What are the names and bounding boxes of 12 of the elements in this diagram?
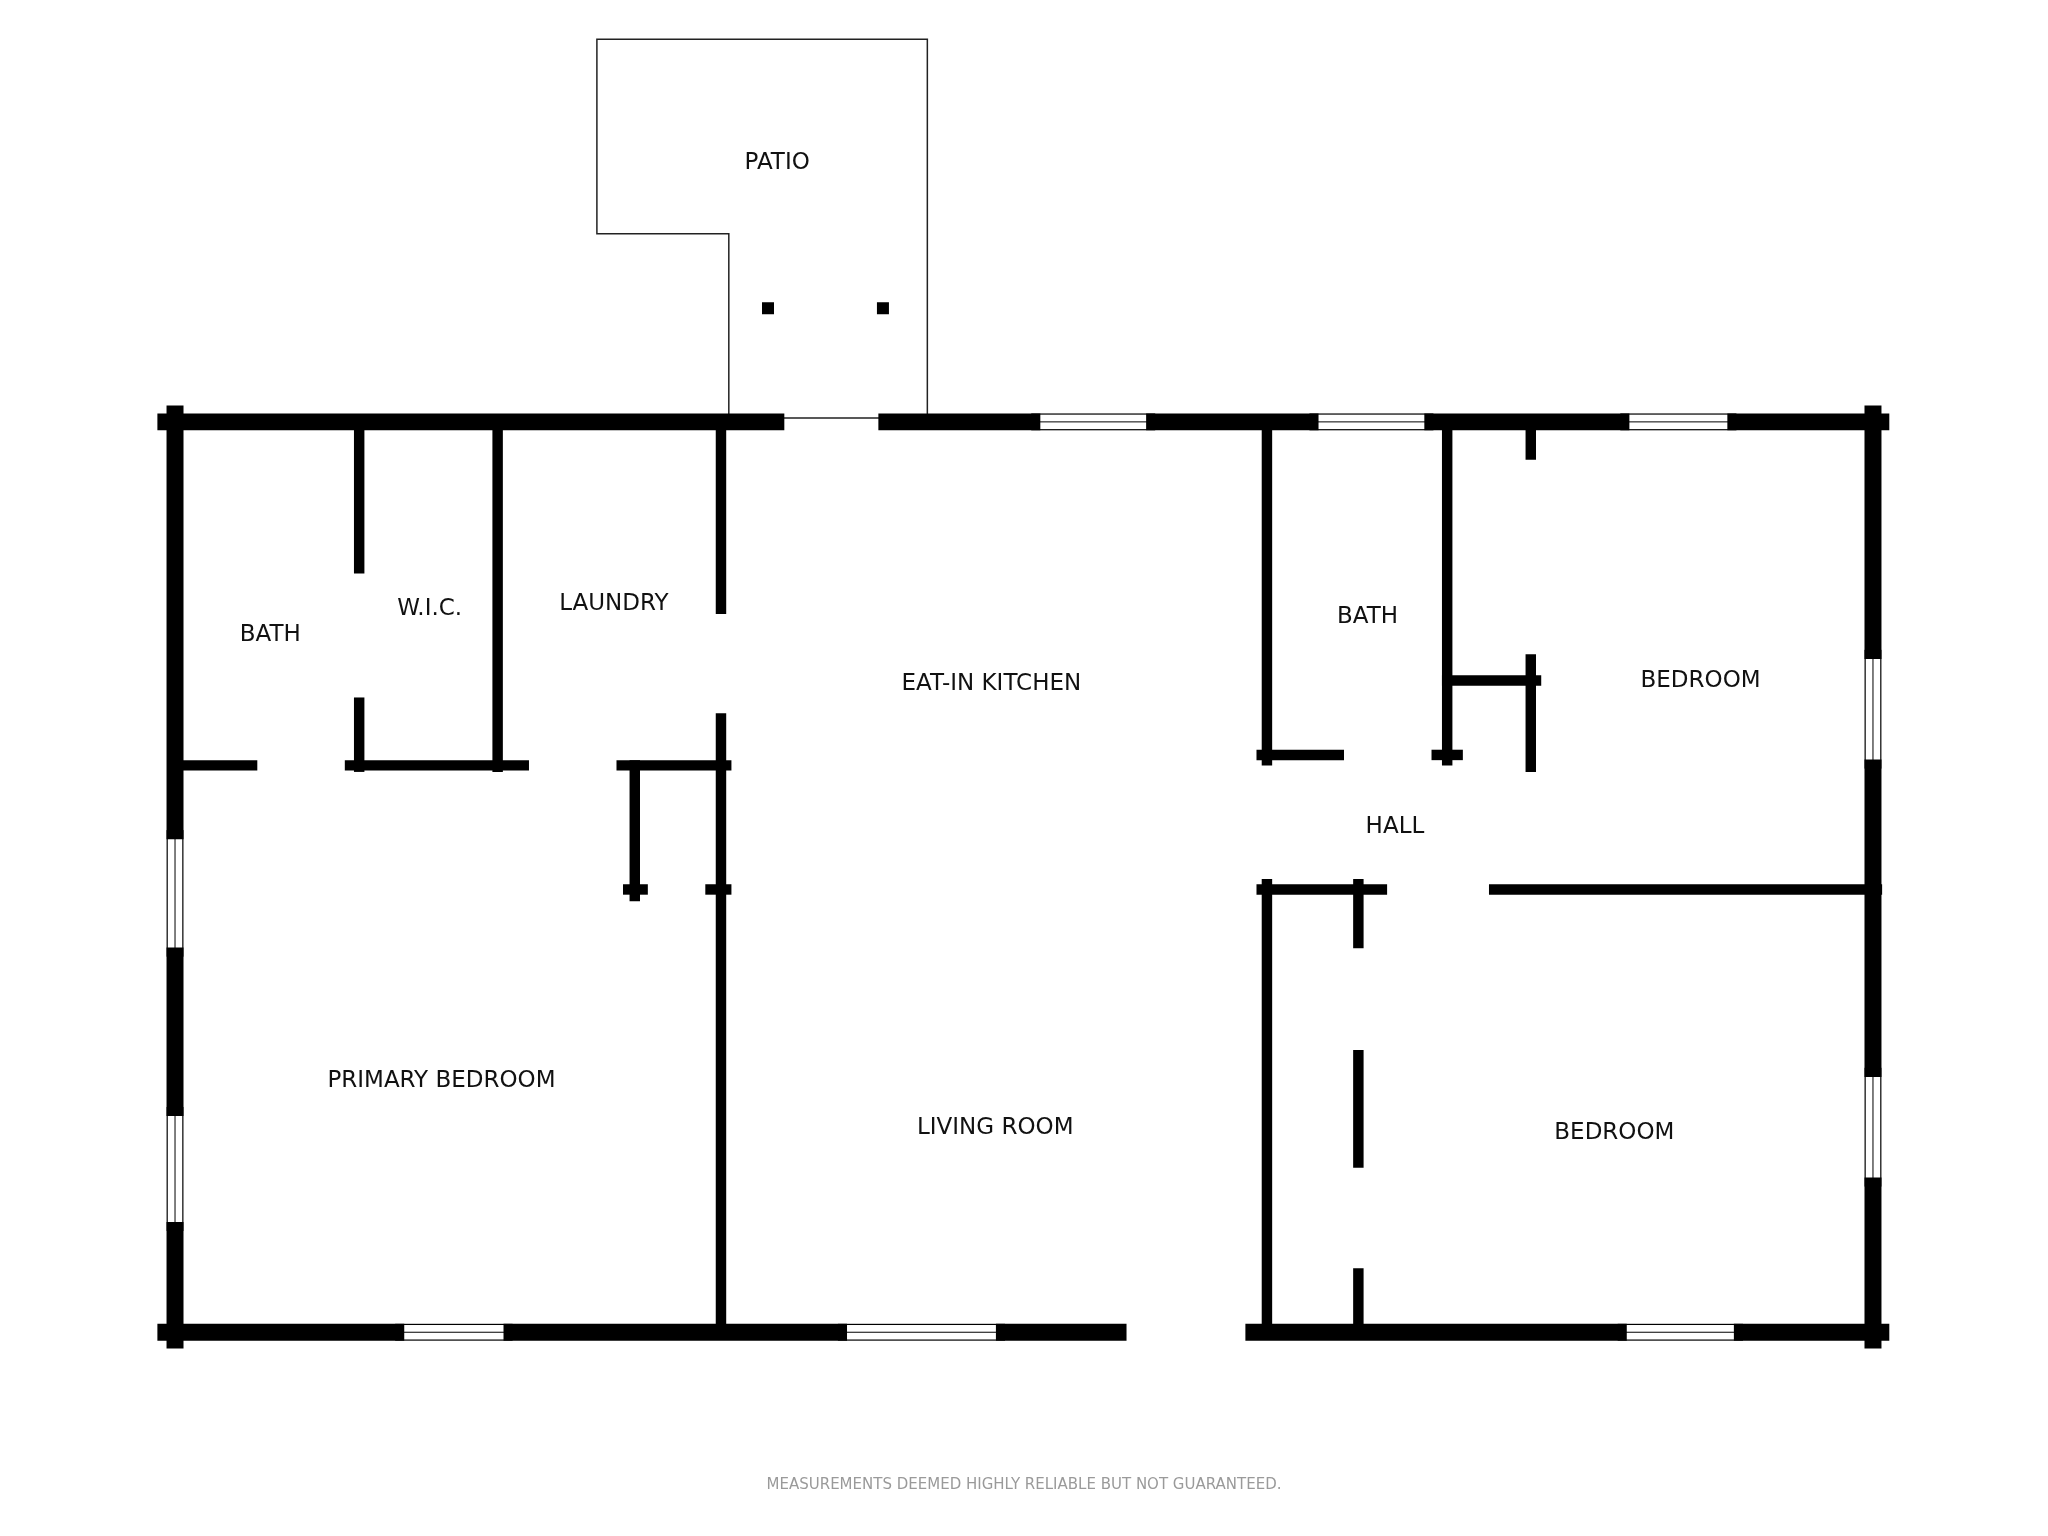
- room-label: PRIMARY BEDROOM: [327, 1065, 556, 1092]
- room-label: BATH: [1336, 602, 1399, 629]
- room-label: LIVING ROOM: [917, 1112, 1074, 1139]
- room-label: HALL: [1365, 812, 1425, 839]
- room-label: BATH: [239, 620, 301, 647]
- disclaimer-note: MEASUREMENTS DEEMED HIGHLY RELIABLE BUT NOT GUARANTEED.: [766, 1474, 1282, 1493]
- room-label: BEDROOM: [1640, 666, 1761, 693]
- room-label: EAT-IN KITCHEN: [901, 668, 1082, 695]
- room-label: BEDROOM: [1554, 1118, 1675, 1145]
- room-label: W.I.C.: [397, 594, 463, 621]
- room-label: PATIO: [744, 147, 810, 174]
- room-label: LAUNDRY: [559, 589, 669, 616]
